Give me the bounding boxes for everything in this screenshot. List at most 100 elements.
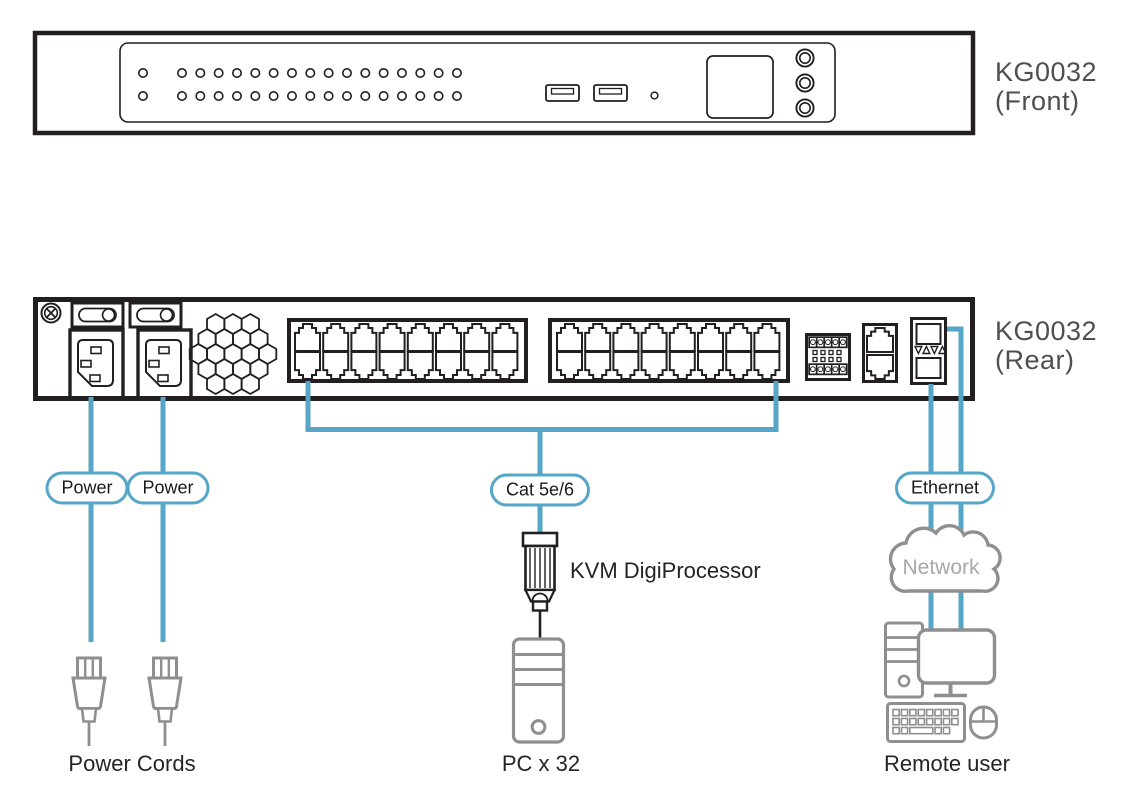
- triangle-down-icon: [929, 345, 939, 356]
- lcd-display: [706, 55, 774, 119]
- screw-head: [810, 339, 816, 346]
- led-indicator: [213, 68, 224, 79]
- plug-body: [147, 676, 183, 710]
- screw-cell: [824, 364, 832, 375]
- rj45-port-icon: [406, 323, 434, 352]
- rj45-port-icon: [697, 323, 724, 352]
- rj45-port-icon: [640, 323, 668, 352]
- led-indicator: [323, 68, 334, 79]
- led-indicator: [433, 68, 444, 79]
- led-indicator: [451, 91, 462, 102]
- screw-cell: [839, 337, 847, 348]
- led-indicator: [360, 68, 371, 79]
- led-indicator: [341, 68, 352, 79]
- mouse-icon: [969, 705, 998, 740]
- front-device-label: KG0032 (Front): [995, 58, 1097, 116]
- rj45-port-icon: [584, 323, 612, 352]
- pc-tower-icon: [511, 637, 566, 744]
- rj45-port-icon: [725, 323, 753, 352]
- led-indicator: [396, 68, 407, 79]
- power-cable-tag-2: Power: [126, 471, 210, 505]
- rj45-port-icon: [435, 351, 462, 380]
- key: [950, 708, 959, 717]
- usb-port-1-icon: [545, 84, 580, 102]
- front-model-text: KG0032: [995, 57, 1098, 87]
- rj45-port-icon: [668, 351, 696, 380]
- screw-cell: [831, 364, 840, 375]
- front-pushbuttons: [795, 48, 815, 118]
- rj45-port-icon: [463, 323, 491, 352]
- plug-neck: [156, 707, 174, 723]
- rj45-port-icon: [463, 351, 491, 380]
- pin-square: [812, 349, 818, 356]
- screw-cell: [816, 364, 825, 375]
- screw-head: [810, 366, 816, 373]
- front-chassis: [32, 30, 976, 136]
- rear-device-label: KG0032 (Rear): [995, 317, 1097, 375]
- rj45-port-icon: [556, 323, 583, 352]
- key: [892, 717, 900, 726]
- key: [950, 717, 959, 726]
- led-indicator: [195, 68, 206, 79]
- rj45-port-icon: [491, 323, 519, 352]
- screw-head: [825, 366, 831, 373]
- rear-panel: [33, 297, 975, 401]
- network-cloud-icon: [888, 523, 1002, 594]
- key: [942, 717, 951, 726]
- led-indicator: [433, 91, 444, 102]
- pin-square: [836, 356, 842, 363]
- rj45-port-icon: [584, 351, 612, 380]
- led-indicator: [378, 68, 389, 79]
- pin-square: [828, 349, 834, 356]
- key: [892, 708, 900, 717]
- rj45-port-icon: [406, 351, 434, 380]
- rear-view-text: (Rear): [995, 345, 1075, 375]
- front-bezel: [119, 42, 836, 123]
- rj45-port-icon: [668, 323, 696, 352]
- rj45-port-icon: [322, 323, 350, 352]
- screw-head: [832, 339, 839, 346]
- power-cable-tag-1: Power: [45, 471, 129, 505]
- plug-body: [71, 676, 107, 710]
- triangle-up-icon: [937, 344, 947, 355]
- pin-square: [820, 349, 826, 356]
- screw-head: [825, 339, 831, 346]
- kvm-digiprocessor-icon: [521, 531, 559, 639]
- led-indicator: [286, 68, 297, 79]
- led-indicator: [286, 91, 297, 102]
- remote-user-icons: [884, 621, 998, 743]
- usb-port-2-icon: [593, 84, 628, 102]
- key: [917, 717, 926, 726]
- pushbutton-icon: [798, 51, 811, 64]
- led-indicator: [360, 91, 371, 102]
- triangle-down-icon: [913, 345, 923, 356]
- remote-tower-icon: [884, 621, 924, 699]
- led-indicator: [378, 91, 389, 102]
- led-indicator: [305, 91, 316, 102]
- key: [934, 717, 942, 726]
- screw-cell: [824, 337, 832, 348]
- rj45-port-icon: [350, 351, 378, 380]
- led-indicator: [177, 91, 188, 102]
- rj45-port-icon: [697, 351, 724, 380]
- grounding-screw-icon: [40, 302, 62, 324]
- led-indicator: [415, 91, 426, 102]
- key: [934, 708, 942, 717]
- screw-head: [840, 339, 846, 346]
- reset-hole-icon: [650, 91, 659, 100]
- cat5-cable-tag: Cat 5e/6: [489, 473, 591, 507]
- kvm-port-block-1: [287, 318, 528, 383]
- screw-cell: [831, 337, 840, 348]
- rj45-port-icon: [322, 351, 350, 380]
- led-indicator: [268, 68, 279, 79]
- spacebar-key: [908, 726, 934, 735]
- screw-head: [817, 366, 824, 373]
- rj45-port-icon: [556, 351, 583, 380]
- pushbutton-icon: [798, 77, 811, 90]
- led-indicator: [451, 68, 462, 79]
- screw-cell: [816, 337, 825, 348]
- pushbutton-icon: [795, 48, 815, 68]
- keyboard-icon: [886, 702, 966, 743]
